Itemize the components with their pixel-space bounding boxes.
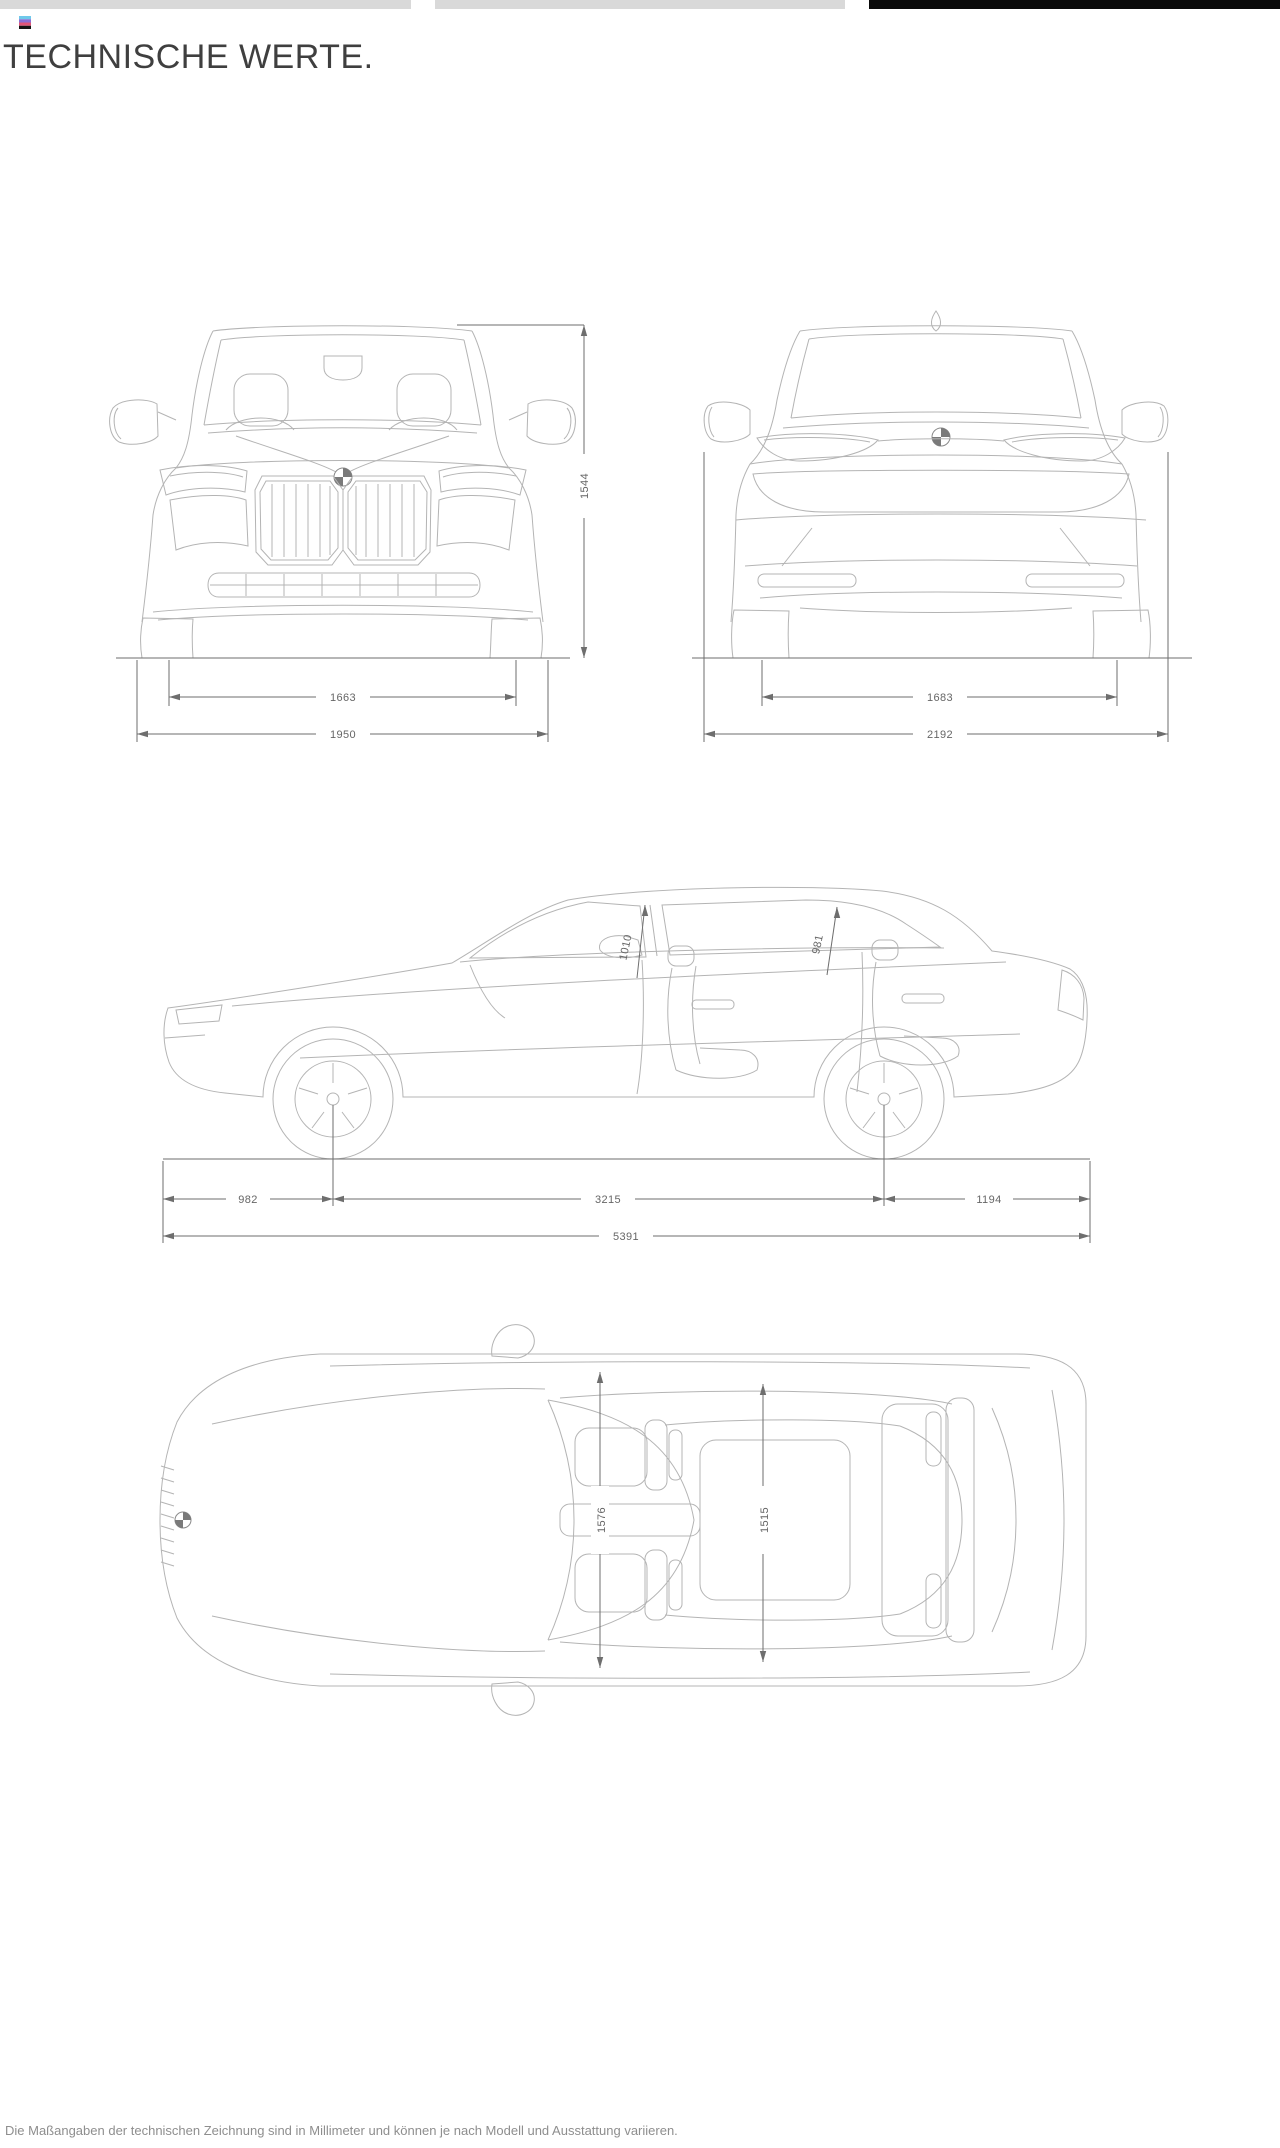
rear-track-label: 1683 <box>927 692 953 704</box>
front-seat <box>667 945 759 1079</box>
taillight-left <box>756 433 879 462</box>
sunroof <box>699 1439 851 1601</box>
front-rear-views: 1544 1663 1950 1683 2192 <box>109 310 1192 742</box>
progress-segment-active <box>869 0 1280 9</box>
front-window <box>468 901 647 959</box>
progress-segment <box>0 0 411 9</box>
door-handle-front <box>691 999 735 1010</box>
side-view: 1010 981 982 3215 1194 5391 <box>162 886 1091 1243</box>
headlight-right <box>438 465 527 496</box>
top-dimensions: 1576 1515 <box>591 1372 772 1668</box>
front-dimensions: 1544 1663 1950 <box>116 324 592 742</box>
trunk-opening <box>752 469 1130 513</box>
rear-headroom-label: 981 <box>810 934 826 956</box>
antenna-fin <box>931 310 941 332</box>
wheel-left <box>731 609 790 659</box>
headlight-left <box>159 465 248 496</box>
front-interior-width-label: 1576 <box>596 1507 608 1533</box>
body-outline <box>163 886 1088 1098</box>
rear-window <box>661 899 942 956</box>
nose-grille-hatch <box>160 1465 175 1567</box>
side-view-drawing <box>163 886 1088 1160</box>
brand-color-mark-icon <box>19 16 31 29</box>
rear-dimensions: 1683 2192 <box>692 452 1192 742</box>
progress-bar <box>0 0 1280 9</box>
taillight-right <box>1003 433 1126 462</box>
length-label: 5391 <box>613 1231 639 1243</box>
headrest-left <box>233 373 289 427</box>
rear-view-drawing <box>703 310 1169 659</box>
taillight <box>1057 969 1085 1021</box>
front-headroom-label: 1010 <box>617 933 634 961</box>
rearview-mirror <box>323 355 363 381</box>
mirror-left <box>703 401 751 443</box>
body-outline <box>159 1353 1087 1687</box>
front-height-label: 1544 <box>579 473 591 499</box>
kidney-grille <box>254 475 432 566</box>
rear-seat <box>871 939 960 1066</box>
headrest-right <box>396 373 452 427</box>
reflector-right <box>1025 573 1125 588</box>
mirror-left <box>109 399 177 445</box>
rear-window <box>899 1425 963 1615</box>
side-mirror <box>599 935 643 959</box>
bmw-roundel-icon <box>174 1511 192 1529</box>
footnote: Die Maßangaben der technischen Zeichnung… <box>5 2123 678 2138</box>
front-seats <box>574 1419 683 1621</box>
top-view-drawing <box>159 1324 1087 1716</box>
mirror-top <box>491 1324 535 1359</box>
wheelbase-label: 3215 <box>595 1194 621 1206</box>
side-length-dimensions: 982 3215 1194 5391 <box>162 1105 1091 1243</box>
rear-interior-width-label: 1515 <box>759 1507 771 1533</box>
progress-segment <box>435 0 845 9</box>
headlight <box>175 1004 223 1025</box>
side-intake-left <box>169 494 249 551</box>
side-headroom-dimensions: 1010 981 <box>617 904 841 979</box>
center-console <box>559 1503 701 1537</box>
bmw-roundel-icon <box>333 467 353 487</box>
front-overhang-label: 982 <box>238 1194 258 1206</box>
rear-bench <box>881 1397 975 1643</box>
wheel-right <box>489 617 543 659</box>
bmw-roundel-icon <box>931 427 951 447</box>
rear-overhang-label: 1194 <box>976 1194 1001 1206</box>
mirror-bottom <box>491 1681 535 1716</box>
front-width-label: 1950 <box>330 729 356 741</box>
mirror-right <box>508 399 576 445</box>
windshield <box>547 1399 575 1641</box>
wheel-left <box>140 617 194 659</box>
mirror-right <box>1121 401 1169 443</box>
front-track-label: 1663 <box>330 692 356 704</box>
lower-grille <box>207 572 481 598</box>
front-view-drawing <box>109 325 576 659</box>
rear-width-label: 2192 <box>927 729 953 741</box>
reflector-left <box>757 573 857 588</box>
top-view: 1576 1515 <box>159 1324 1087 1716</box>
wheel-right <box>1092 609 1151 659</box>
side-intake-right <box>436 494 516 551</box>
page-title: TECHNISCHE WERTE. <box>3 38 374 76</box>
door-handle-rear <box>901 993 945 1004</box>
